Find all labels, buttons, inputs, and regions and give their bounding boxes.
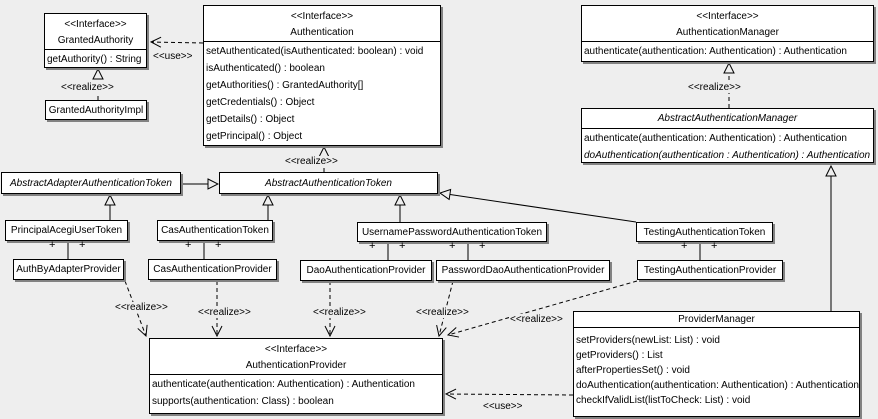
method-row: doAuthentication(authentication: Authent… <box>576 380 859 391</box>
method-compartment: setProviders(newList: List) : void getPr… <box>574 327 859 410</box>
method-row: afterPropertiesSet() : void <box>576 365 690 376</box>
method-compartment: authenticate(authentication: Authenticat… <box>582 128 873 162</box>
class-cas-authentication-token: CasAuthenticationToken <box>157 220 273 241</box>
class-granted-authority: <<Interface>> GrantedAuthority getAuthor… <box>44 13 147 68</box>
class-header: <<Interface>> GrantedAuthority <box>45 14 146 49</box>
class-abstract-authentication-manager: AbstractAuthenticationManager authentica… <box>581 108 874 163</box>
class-abstract-adapter-authentication-token: AbstractAdapterAuthenticationToken <box>1 172 181 194</box>
class-header: <<Interface>> AuthenticationManager <box>582 6 873 41</box>
class-name: CasAuthenticationProvider <box>153 264 272 275</box>
class-name: AbstractAuthenticationToken <box>265 177 392 189</box>
class-name: DaoAuthenticationProvider <box>306 265 426 276</box>
method-row: supports(authentication: Class) : boolea… <box>152 396 334 407</box>
class-name: CasAuthenticationToken <box>161 225 269 236</box>
multiplicity-plus: + <box>479 240 486 252</box>
method-row: getDetails() : Object <box>206 114 295 125</box>
use-providermanager-to-authenticationprovider <box>446 394 574 395</box>
method-row: getAuthorities() : GrantedAuthority[] <box>206 80 364 91</box>
method-row: setAuthenticated(isAuthenticated: boolea… <box>206 46 424 57</box>
method-row: setProviders(newList: List) : void <box>576 335 720 346</box>
multiplicity-plus: + <box>49 239 56 251</box>
use-label: <<use>> <box>482 401 524 412</box>
class-name: TestingAuthenticationToken <box>643 226 766 238</box>
stereotype-label: <<Interface>> <box>264 344 328 355</box>
multiplicity-plus: + <box>449 240 456 252</box>
class-cas-authentication-provider: CasAuthenticationProvider <box>148 259 277 280</box>
method-row: checkIfValidList(listToCheck: List) : vo… <box>576 395 751 406</box>
class-testing-authentication-provider: TestingAuthenticationProvider <box>637 260 783 280</box>
class-dao-authentication-provider: DaoAuthenticationProvider <box>300 260 432 281</box>
method-compartment: getAuthority() : String <box>45 49 146 67</box>
class-name: AuthByAdapterProvider <box>16 264 121 275</box>
method-row: authenticate(authentication: Authenticat… <box>584 46 847 57</box>
class-authentication-manager: <<Interface>> AuthenticationManager auth… <box>581 5 874 62</box>
class-header: <<Interface>> AuthenticationProvider <box>150 339 442 374</box>
class-authentication: <<Interface>> Authentication setAuthenti… <box>203 5 441 146</box>
class-name: PrincipalAcegiUserToken <box>10 225 123 236</box>
method-compartment: authenticate(authentication: Authenticat… <box>150 374 442 412</box>
class-name: ProviderManager <box>678 314 755 325</box>
realize-label: <<realize>> <box>197 307 252 318</box>
method-row: getAuthority() : String <box>47 54 142 65</box>
realize-label: <<realize>> <box>509 314 564 325</box>
use-authentication-to-grantedauthority <box>151 42 204 43</box>
class-name: AbstractAuthenticationManager <box>657 113 798 124</box>
method-row-abstract: doAuthentication(authentication : Authen… <box>584 150 871 161</box>
class-name: AuthenticationProvider <box>245 360 347 371</box>
method-compartment: setAuthenticated(isAuthenticated: boolea… <box>204 41 440 145</box>
method-row: getProviders() : List <box>576 350 663 361</box>
class-name: GrantedAuthorityImpl <box>48 104 144 116</box>
class-name: Authentication <box>290 27 354 38</box>
class-username-password-authentication-token: UsernamePasswordAuthenticationToken <box>357 222 547 242</box>
method-row: getPrincipal() : Object <box>206 131 303 142</box>
multiplicity-plus: + <box>681 240 688 252</box>
realize-label: <<realize>> <box>415 307 470 318</box>
stereotype-label: <<Interface>> <box>64 19 127 30</box>
realize-label: <<realize>> <box>60 82 115 93</box>
method-row: getCredentials() : Object <box>206 97 315 108</box>
class-granted-authority-impl: GrantedAuthorityImpl <box>45 100 147 120</box>
class-header: ProviderManager <box>574 312 859 327</box>
multiplicity-plus: + <box>711 240 718 252</box>
multiplicity-plus: + <box>185 239 192 251</box>
class-provider-manager: ProviderManager setProviders(newList: Li… <box>573 311 860 417</box>
realize-testingauthenticationprovider <box>448 280 638 335</box>
realize-label: <<realize>> <box>114 302 169 313</box>
class-authentication-provider: <<Interface>> AuthenticationProvider aut… <box>149 338 443 414</box>
class-password-dao-authentication-provider: PasswordDaoAuthenticationProvider <box>436 260 610 281</box>
method-row: authenticate(authentication: Authenticat… <box>584 133 847 144</box>
multiplicity-plus: + <box>399 240 406 252</box>
class-name: PasswordDaoAuthenticationProvider <box>441 265 605 276</box>
method-row: authenticate(authentication: Authenticat… <box>152 379 415 390</box>
class-principal-acegi-user-token: PrincipalAcegiUserToken <box>5 220 128 241</box>
class-header: AbstractAuthenticationManager <box>582 109 873 128</box>
realize-label: <<realize>> <box>312 307 367 318</box>
method-row: isAuthenticated() : boolean <box>206 63 325 74</box>
class-testing-authentication-token: TestingAuthenticationToken <box>636 222 773 242</box>
multiplicity-plus: + <box>215 239 222 251</box>
class-name: AbstractAdapterAuthenticationToken <box>10 177 172 189</box>
class-auth-by-adapter-provider: AuthByAdapterProvider <box>13 259 124 280</box>
class-name: UsernamePasswordAuthenticationToken <box>361 226 543 238</box>
stereotype-label: <<Interface>> <box>290 11 354 22</box>
gen-testingauthenticationtoken <box>440 193 637 223</box>
method-compartment: authenticate(authentication: Authenticat… <box>582 41 873 61</box>
stereotype-label: <<Interface>> <box>696 11 759 22</box>
class-header: <<Interface>> Authentication <box>204 6 440 41</box>
multiplicity-plus: + <box>369 240 376 252</box>
class-name: AuthenticationManager <box>676 27 779 38</box>
use-label: <<use>> <box>152 51 194 62</box>
class-abstract-authentication-token: AbstractAuthenticationToken <box>219 172 438 194</box>
realize-label: <<realize>> <box>284 156 339 167</box>
realize-label: <<realize>> <box>687 82 742 93</box>
multiplicity-plus: + <box>79 239 86 251</box>
class-name: GrantedAuthority <box>57 35 134 46</box>
class-name: TestingAuthenticationProvider <box>643 264 777 276</box>
